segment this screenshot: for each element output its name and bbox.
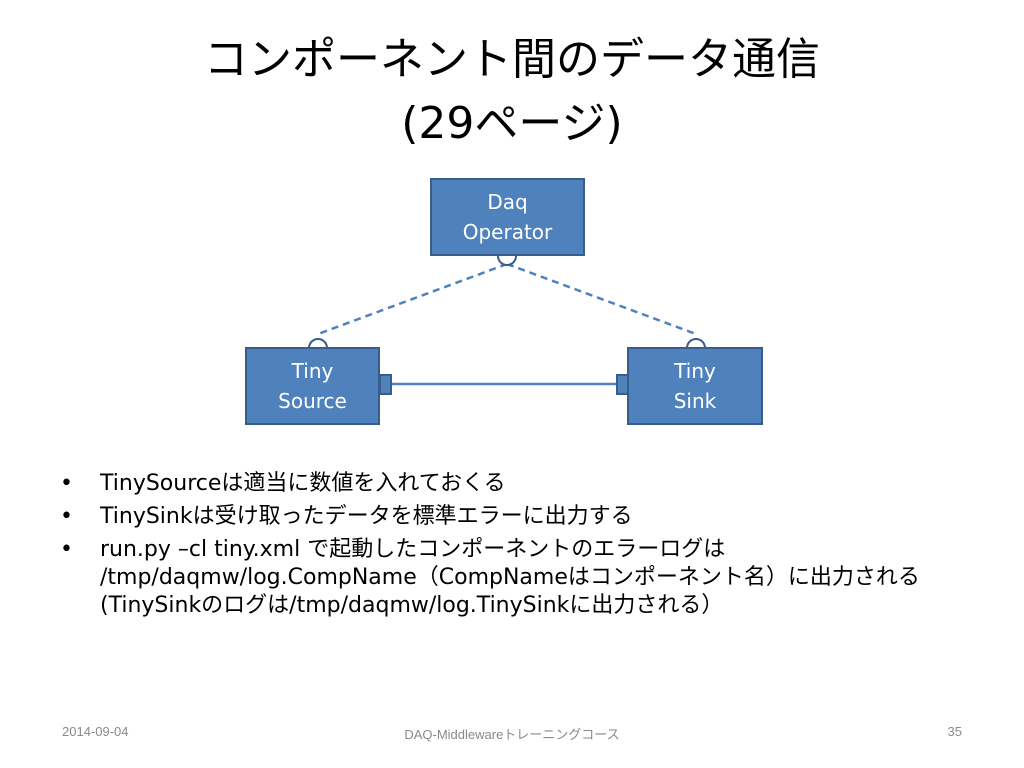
bullet-text: run.py –cl tiny.xml で起動したコンポーネントのエラーログは … [100,537,920,618]
daq-operator-box: Daq Operator [430,178,585,256]
bullet-list: • TinySourceは適当に数値を入れておくる • TinySinkは受け取… [60,470,960,625]
operator-service-port [497,255,517,266]
footer-date: 2014-09-04 [62,724,129,739]
bullet-text: TinySinkは受け取ったデータを標準エラーに出力する [100,504,633,529]
bullet-item: • TinySinkは受け取ったデータを標準エラーに出力する [60,503,960,531]
footer-course: DAQ-Middlewareトレーニングコース [404,727,620,742]
bullet-text: TinySourceは適当に数値を入れておくる [100,471,506,496]
tiny-source-label-line1: Tiny [291,359,334,383]
source-service-port [308,338,328,349]
source-outport [379,374,392,395]
bullet-item: • TinySourceは適当に数値を入れておくる [60,470,960,498]
bullet-item: • run.py –cl tiny.xml で起動したコンポーネントのエラーログ… [60,536,960,620]
slide-title-line1: コンポーネント間のデータ通信 [204,34,820,85]
operator-source-dashed-link [317,262,508,336]
bullet-marker: • [60,504,73,529]
slide-title: コンポーネント間のデータ通信 (29ページ) [0,28,1024,156]
tiny-sink-box: Tiny Sink [627,347,763,425]
bullet-marker: • [60,471,73,496]
sink-service-port [686,338,706,349]
tiny-sink-label-line2: Sink [673,389,717,413]
slide-title-line2: (29ページ) [401,98,623,149]
daq-operator-label-line2: Operator [462,220,553,244]
footer-page-number: 35 [947,724,962,739]
bullet-marker: • [60,537,73,562]
tiny-source-label-line2: Source [278,389,347,413]
tiny-sink-label-line1: Tiny [674,359,716,383]
operator-sink-dashed-link [506,262,697,336]
tiny-source-box: Tiny Source [245,347,380,425]
daq-operator-label-line1: Daq [487,190,528,214]
